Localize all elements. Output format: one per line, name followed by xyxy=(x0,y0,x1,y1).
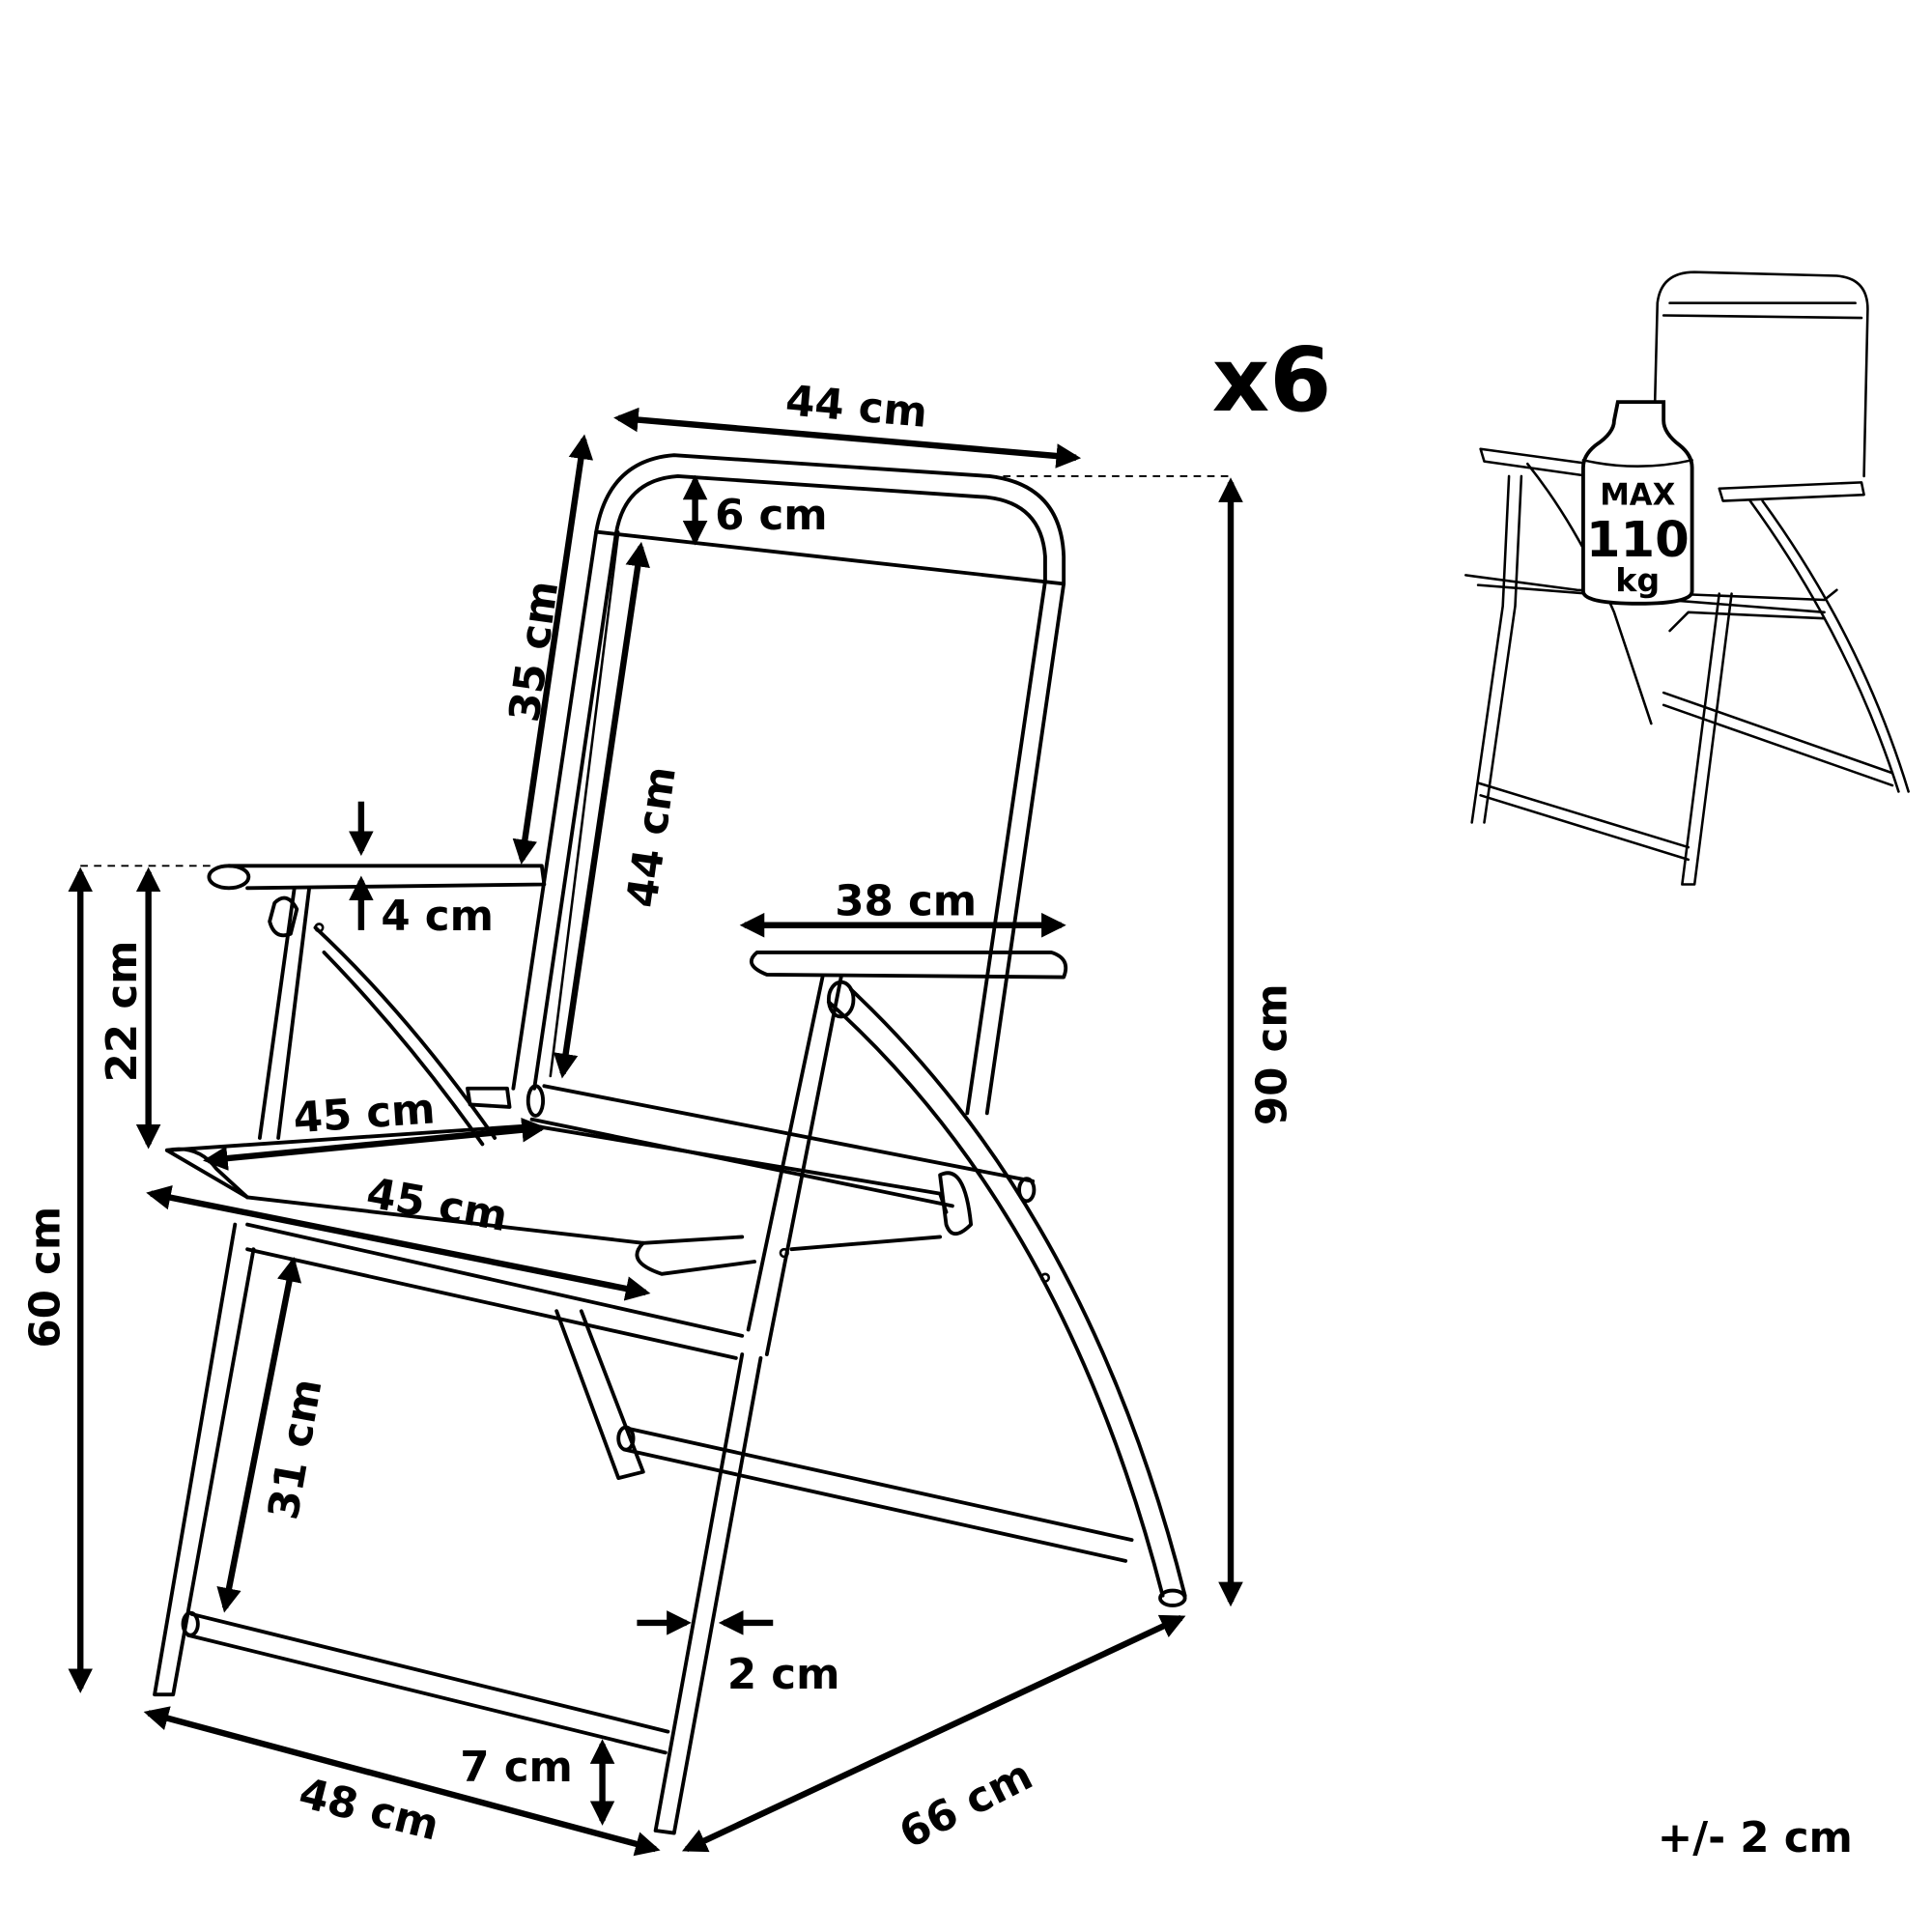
dim-arrow-backrest-side xyxy=(512,434,594,865)
label-armrest-length: 38 cm xyxy=(835,878,977,926)
label-armrest-height: 22 cm xyxy=(99,940,147,1082)
max-load-weight-icon: MAX 110 kg xyxy=(1581,400,1694,606)
label-tube-diameter: 2 cm xyxy=(727,1651,840,1699)
chair-drawing xyxy=(153,453,1187,1835)
tolerance-note: +/- 2 cm xyxy=(1658,1814,1853,1862)
label-seat-height: 60 cm xyxy=(21,1207,70,1349)
label-depth: 66 cm xyxy=(892,1751,1040,1859)
dim-arrow-width xyxy=(143,1706,661,1857)
dim-arrow-seat-depth xyxy=(203,1117,547,1171)
label-seat-depth: 45 cm xyxy=(292,1085,437,1143)
max-load-unit: kg xyxy=(1615,561,1660,599)
max-load-value: 110 xyxy=(1586,511,1690,569)
dim-arrow-backrest-width xyxy=(613,407,1082,469)
label-backrest-width: 44 cm xyxy=(783,377,929,438)
label-under-seat: 31 cm xyxy=(260,1376,332,1523)
label-backrest-side: 35 cm xyxy=(500,578,568,724)
quantity-label: x6 xyxy=(1212,327,1332,432)
max-load-label: MAX xyxy=(1600,477,1675,512)
dim-arrow-under-seat xyxy=(216,1256,302,1613)
label-backrest-height: 44 cm xyxy=(618,763,686,910)
dimension-labels: 44 cm 6 cm 35 cm 44 cm 4 cm 38 cm 22 cm … xyxy=(21,377,1296,1859)
label-top-band: 6 cm xyxy=(715,492,828,540)
dim-arrow-backrest-height xyxy=(553,541,650,1079)
dim-arrow-seat-width xyxy=(146,1185,651,1301)
dim-arrow-depth xyxy=(681,1614,1186,1853)
label-seat-width: 45 cm xyxy=(363,1169,511,1241)
label-armrest-thickness: 4 cm xyxy=(381,893,494,941)
dimension-arrows xyxy=(68,407,1243,1857)
label-crossbar-height: 7 cm xyxy=(460,1744,573,1792)
label-total-height: 90 cm xyxy=(1249,983,1297,1125)
label-width: 48 cm xyxy=(295,1770,444,1851)
